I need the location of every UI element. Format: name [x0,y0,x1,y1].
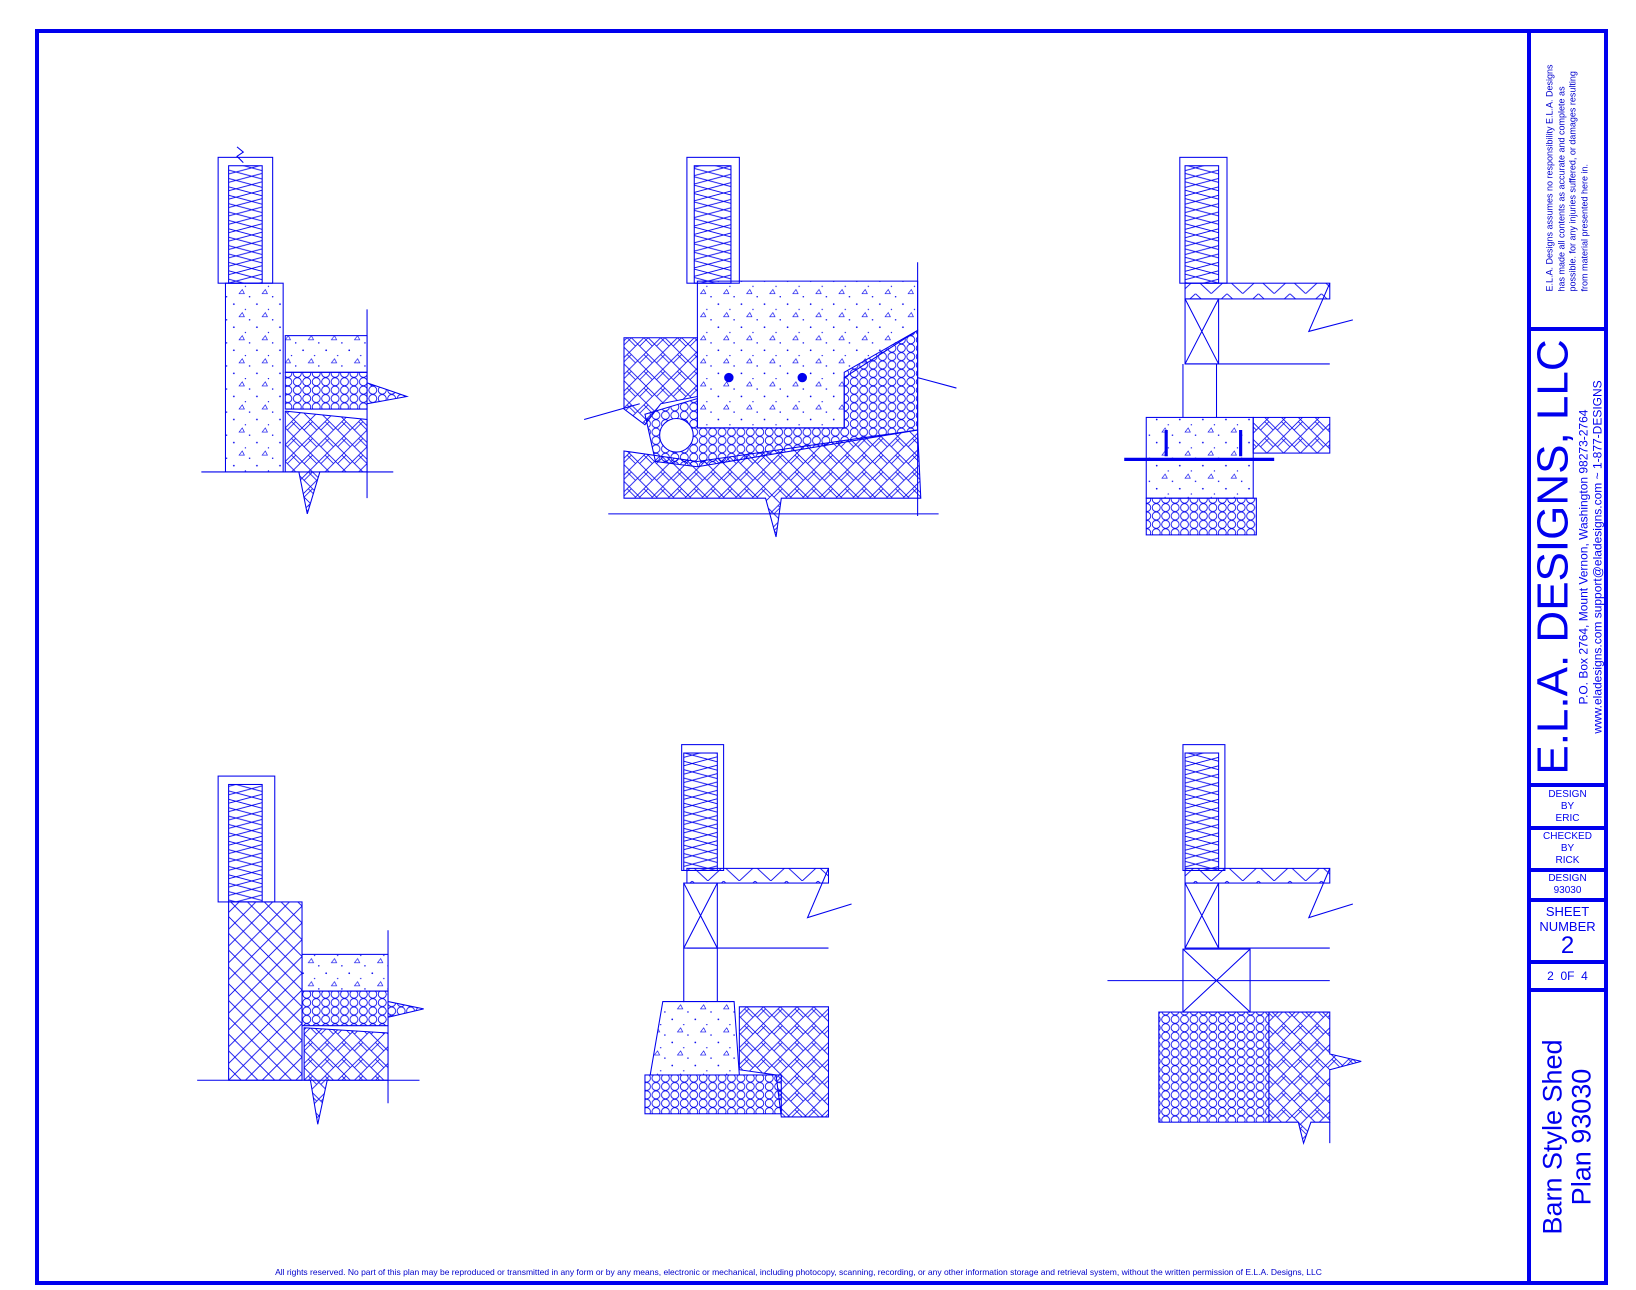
detail-block-foundation-slab [197,775,424,1125]
plan-number-line: Plan 93030 [1566,1068,1597,1205]
sheet-of-cell: 2 0F 4 [1531,964,1604,992]
checker-name: RICK [1555,855,1580,866]
sheet-border [35,29,1608,1285]
disclaimer-cell: E.L.A. Designs assumes no responsibility… [1531,29,1604,331]
sheet-number: 2 [1560,932,1575,959]
company-address: P.O. Box 2764, Mount Vernon, Washington … [1576,409,1591,705]
title-block: E.L.A. Designs assumes no responsibility… [1527,29,1604,1281]
company-cell: E.L.A. DESIGNS, LLC P.O. Box 2764, Mount… [1531,331,1604,787]
design-by-label: DESIGN [1548,788,1587,800]
sheet-number-cell: SHEET NUMBER 2 [1531,902,1604,964]
plan-title: Barn Style Shed Plan 93030 [1537,1038,1597,1235]
plan-title-line: Barn Style Shed [1537,1038,1568,1235]
company-block: E.L.A. DESIGNS, LLC P.O. Box 2764, Mount… [1531,339,1604,774]
detail-footing-with-drain [583,156,957,538]
company-name: E.L.A. DESIGNS, LLC [1531,339,1578,775]
detail-post-on-gravel [1107,744,1362,1145]
company-contact: www.eladesigns.com support@eladesigns.co… [1590,380,1605,734]
checked-by-label: CHECKED [1543,831,1592,842]
disclaimer-line: E.L.A. Designs assumes no responsibility… [1544,64,1555,292]
disclaimer-line: has made all contents as accurate and co… [1556,86,1567,292]
checked-by-label: BY [1560,843,1575,854]
disclaimer-line: possible. for any injuries suffered, or … [1567,71,1578,292]
detail-pier-and-joist [1124,156,1353,536]
sheet-of: 2 0F 4 [1547,969,1588,983]
sheet-label: NUMBER [1539,919,1596,934]
design-number-label: DESIGN [1548,873,1587,884]
disclaimer-line: from material presented here in. [1579,163,1590,292]
disclaimer-text: E.L.A. Designs assumes no responsibility… [1545,64,1591,291]
detail-spread-footing [644,744,852,1118]
detail-slab-on-grade-thickened-edge [201,146,409,515]
checked-by-cell: CHECKED BY RICK [1531,830,1604,872]
design-by-label: BY [1560,800,1575,812]
plan-title-cell: Barn Style Shed Plan 93030 [1531,992,1604,1281]
copyright-footer: All rights reserved. No part of this pla… [275,1267,1322,1277]
design-number: 93030 [1553,885,1582,896]
designer-name: ERIC [1555,812,1580,824]
sheet-label: SHEET [1545,904,1590,919]
design-by-cell: DESIGN BY ERIC [1531,787,1604,830]
design-number-cell: DESIGN 93030 [1531,872,1604,902]
